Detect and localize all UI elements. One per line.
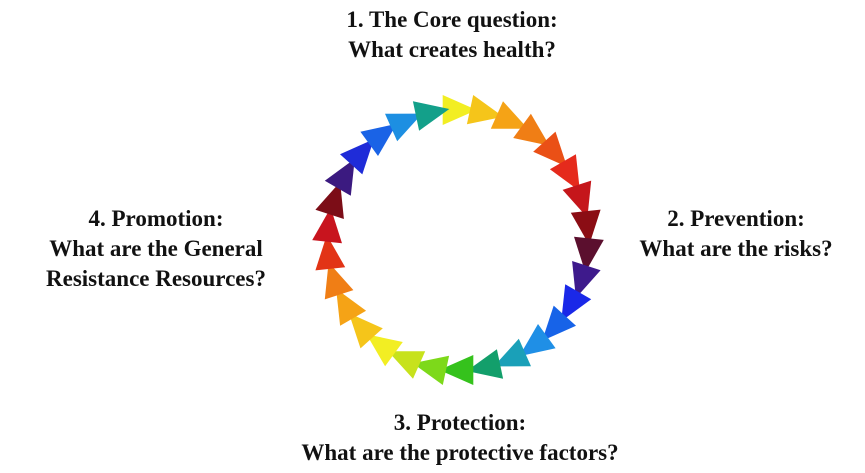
ring-arrow [572,261,601,298]
ring-arrow [574,236,604,273]
core-question-text: What creates health? [348,37,556,62]
ring-arrow [519,324,556,357]
protection-heading: 3. Protection: [393,410,527,435]
ring-arrow [336,288,367,326]
ring-arrow [549,154,580,192]
ring-arrow [324,262,354,300]
core-question-heading: 1. The Core question: [346,7,558,32]
ring-arrow [513,113,550,146]
promotion-question-line2: Resistance Resources? [46,266,266,291]
prevention-label: 2. Prevention: What are the risks? [610,204,862,264]
ring-arrow [315,182,344,219]
promotion-question-line1: What are the General [49,236,263,261]
ring-arrow [466,349,504,379]
promotion-heading: 4. Promotion: [88,206,224,231]
ring-arrow [442,95,477,125]
ring-arrow [570,209,601,245]
protection-question: What are the protective factors? [301,440,619,465]
promotion-label: 4. Promotion: What are the General Resis… [6,204,306,294]
ring-arrow [360,123,397,156]
ring-arrow [542,305,576,341]
ring-arrow [412,355,450,385]
ring-arrow [533,131,568,167]
ring-arrow [562,180,592,218]
protection-label: 3. Protection: What are the protective f… [295,408,625,468]
ring-arrow [312,207,342,244]
ring-arrow [388,351,426,379]
prevention-heading: 2. Prevention: [667,206,805,231]
ring-arrow [324,158,355,196]
ring-arrow [340,139,374,175]
ring-arrow [315,235,346,271]
ring-arrow [466,95,504,125]
core-question-label: 1. The Core question: What creates healt… [282,5,622,65]
ring-arrow [561,284,592,322]
ring-arrow [439,355,474,385]
ring-arrow [385,113,423,142]
prevention-question: What are the risks? [639,236,833,261]
ring-arrow [493,338,531,367]
ring-arrow [366,334,403,367]
ring-arrow [490,101,528,129]
ring-arrow [348,313,383,349]
ring-arrow [412,101,450,131]
